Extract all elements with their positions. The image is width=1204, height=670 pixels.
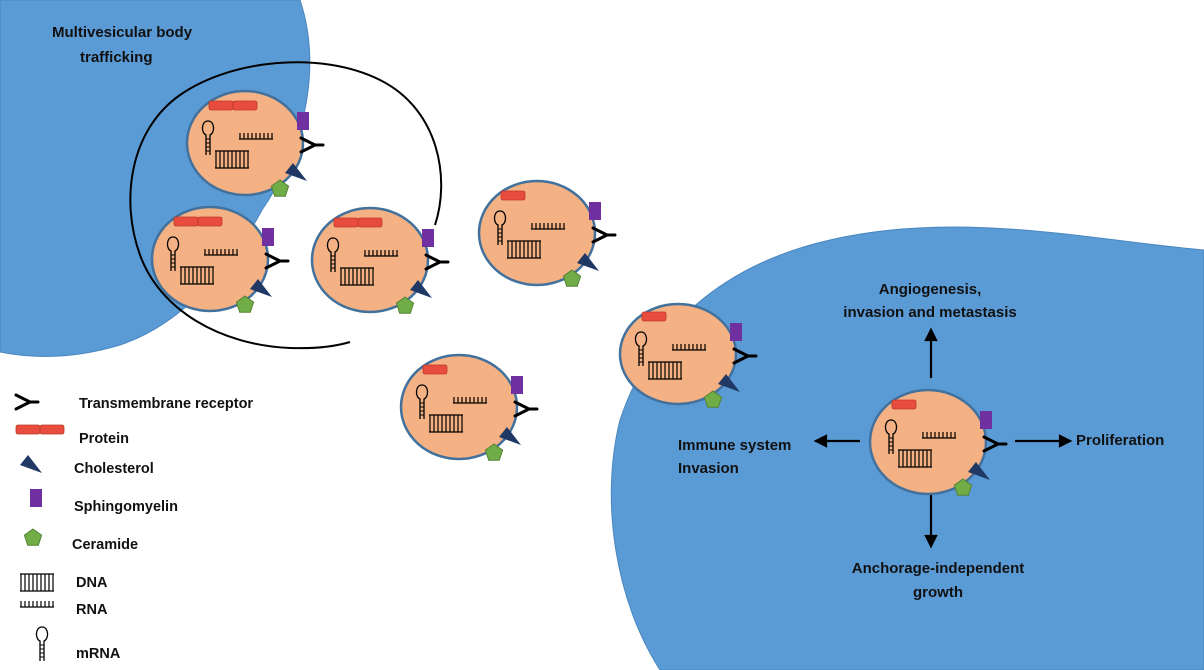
protein-icon bbox=[197, 216, 223, 227]
receptor-icon bbox=[264, 252, 290, 270]
sphingomyelin-icon bbox=[980, 411, 992, 429]
vesicle bbox=[477, 179, 617, 287]
legend-rna: RNA bbox=[76, 602, 108, 618]
vesicle bbox=[868, 388, 1008, 496]
dna-icon bbox=[214, 150, 250, 169]
proliferation-label: Proliferation bbox=[1076, 432, 1164, 449]
dna-icon bbox=[339, 267, 375, 286]
rna-icon bbox=[203, 248, 239, 256]
protein-icon bbox=[357, 217, 383, 228]
effect-arrows bbox=[813, 327, 1073, 549]
protein-icon bbox=[641, 311, 667, 322]
angiogenesis-label-line1: Angiogenesis, bbox=[879, 281, 982, 298]
immune-label-line1: Immune system bbox=[678, 437, 791, 454]
vesicle bbox=[310, 206, 450, 314]
anchorage-label-line1: Anchorage-independent bbox=[852, 560, 1025, 577]
rna-icon bbox=[530, 222, 566, 230]
rna-icon bbox=[238, 132, 274, 140]
dna-icon bbox=[179, 266, 215, 285]
vesicle bbox=[185, 89, 325, 197]
protein-icon bbox=[173, 216, 199, 227]
sphingomyelin-icon bbox=[422, 229, 434, 247]
protein-icon bbox=[15, 424, 65, 435]
dna-icon bbox=[647, 361, 683, 380]
protein-icon bbox=[891, 399, 917, 410]
mvb-membrane bbox=[129, 61, 443, 350]
dna-icon bbox=[897, 449, 933, 468]
legend-receptor: Transmembrane receptor bbox=[79, 396, 253, 412]
vesicle bbox=[150, 205, 290, 313]
legend-dna: DNA bbox=[76, 575, 108, 591]
vesicle bbox=[399, 353, 539, 461]
sphingomyelin-icon bbox=[730, 323, 742, 341]
sphingomyelin-icon bbox=[297, 112, 309, 130]
vesicles bbox=[150, 89, 1008, 496]
vesicle bbox=[618, 302, 758, 408]
immune-label-line2: Invasion bbox=[678, 460, 739, 477]
anchorage-label-line2: growth bbox=[913, 584, 963, 601]
dna-icon bbox=[19, 573, 55, 592]
protein-icon bbox=[208, 100, 234, 111]
mvb-label-line2: trafficking bbox=[80, 49, 153, 66]
protein-icon bbox=[500, 190, 526, 201]
sphingomyelin-icon bbox=[30, 489, 42, 507]
legend-ceramide: Ceramide bbox=[72, 537, 138, 553]
rna-icon bbox=[363, 249, 399, 257]
rna-icon bbox=[921, 431, 957, 439]
rna-icon bbox=[19, 600, 55, 608]
protein-icon bbox=[422, 364, 448, 375]
receptor-icon bbox=[424, 253, 450, 271]
ceramide-icon bbox=[23, 528, 43, 546]
angiogenesis-label-line2: invasion and metastasis bbox=[843, 304, 1016, 321]
receptor-icon bbox=[513, 400, 539, 418]
sphingomyelin-icon bbox=[589, 202, 601, 220]
protein-icon bbox=[232, 100, 258, 111]
legend: Transmembrane receptor Protein Cholester… bbox=[14, 393, 253, 662]
protein-icon bbox=[333, 217, 359, 228]
legend-protein: Protein bbox=[79, 431, 129, 447]
mvb-label-line1: Multivesicular body bbox=[52, 24, 193, 41]
dna-icon bbox=[506, 240, 542, 259]
legend-sphingomyelin: Sphingomyelin bbox=[74, 499, 178, 515]
cholesterol-icon bbox=[20, 455, 42, 473]
legend-mrna: mRNA bbox=[76, 646, 121, 662]
legend-cholesterol: Cholesterol bbox=[74, 461, 154, 477]
mrna-icon bbox=[35, 626, 49, 662]
dna-icon bbox=[428, 414, 464, 433]
receptor-icon bbox=[591, 226, 617, 244]
rna-icon bbox=[671, 343, 707, 351]
receptor-icon bbox=[299, 136, 325, 154]
receptor-icon bbox=[14, 393, 40, 411]
rna-icon bbox=[452, 396, 488, 404]
sphingomyelin-icon bbox=[262, 228, 274, 246]
sphingomyelin-icon bbox=[511, 376, 523, 394]
